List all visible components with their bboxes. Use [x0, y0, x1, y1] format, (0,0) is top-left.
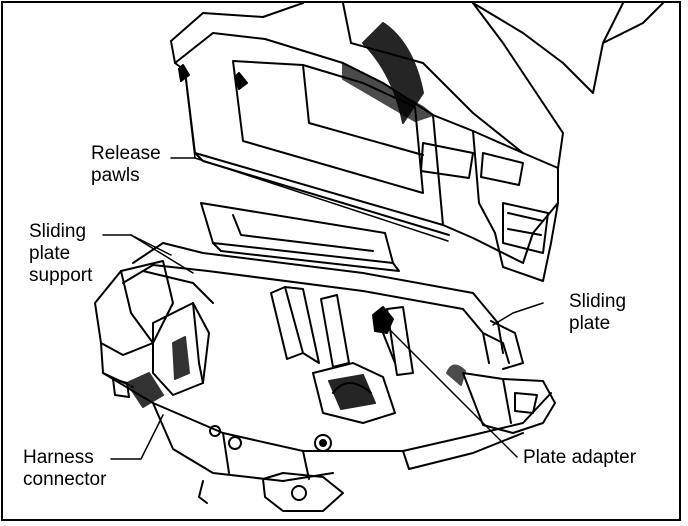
shifter-housing [170, 3, 664, 282]
sliding-plate-line-1: Sliding [569, 291, 627, 312]
harness-connector-label: Harness connector [23, 447, 106, 491]
sliding-plate-support-label: Sliding plate support [29, 221, 92, 287]
diagram-frame: Release pawls Sliding plate support Slid… [1, 1, 681, 521]
sliding-plate-support-line-2: plate [29, 243, 71, 264]
sliding-plate-support-line-3: support [29, 265, 93, 286]
release-pawls-label: Release pawls [91, 143, 161, 187]
sliding-plate-assembly [94, 202, 556, 512]
plate-adapter-label: Plate adapter [523, 447, 636, 469]
harness-connector-line-1: Harness [23, 447, 94, 468]
sliding-plate-line-2: plate [569, 313, 611, 334]
sliding-plate-label: Sliding plate [569, 291, 626, 335]
release-pawls-line-2: pawls [91, 165, 140, 186]
plate-adapter-text: Plate adapter [523, 447, 637, 468]
release-pawls-line-1: Release [91, 143, 161, 164]
leader-lines [102, 72, 544, 460]
sliding-plate-support-line-1: Sliding [29, 221, 87, 242]
harness-connector-line-2: connector [23, 469, 107, 490]
shifter-assembly-drawing [94, 3, 664, 512]
